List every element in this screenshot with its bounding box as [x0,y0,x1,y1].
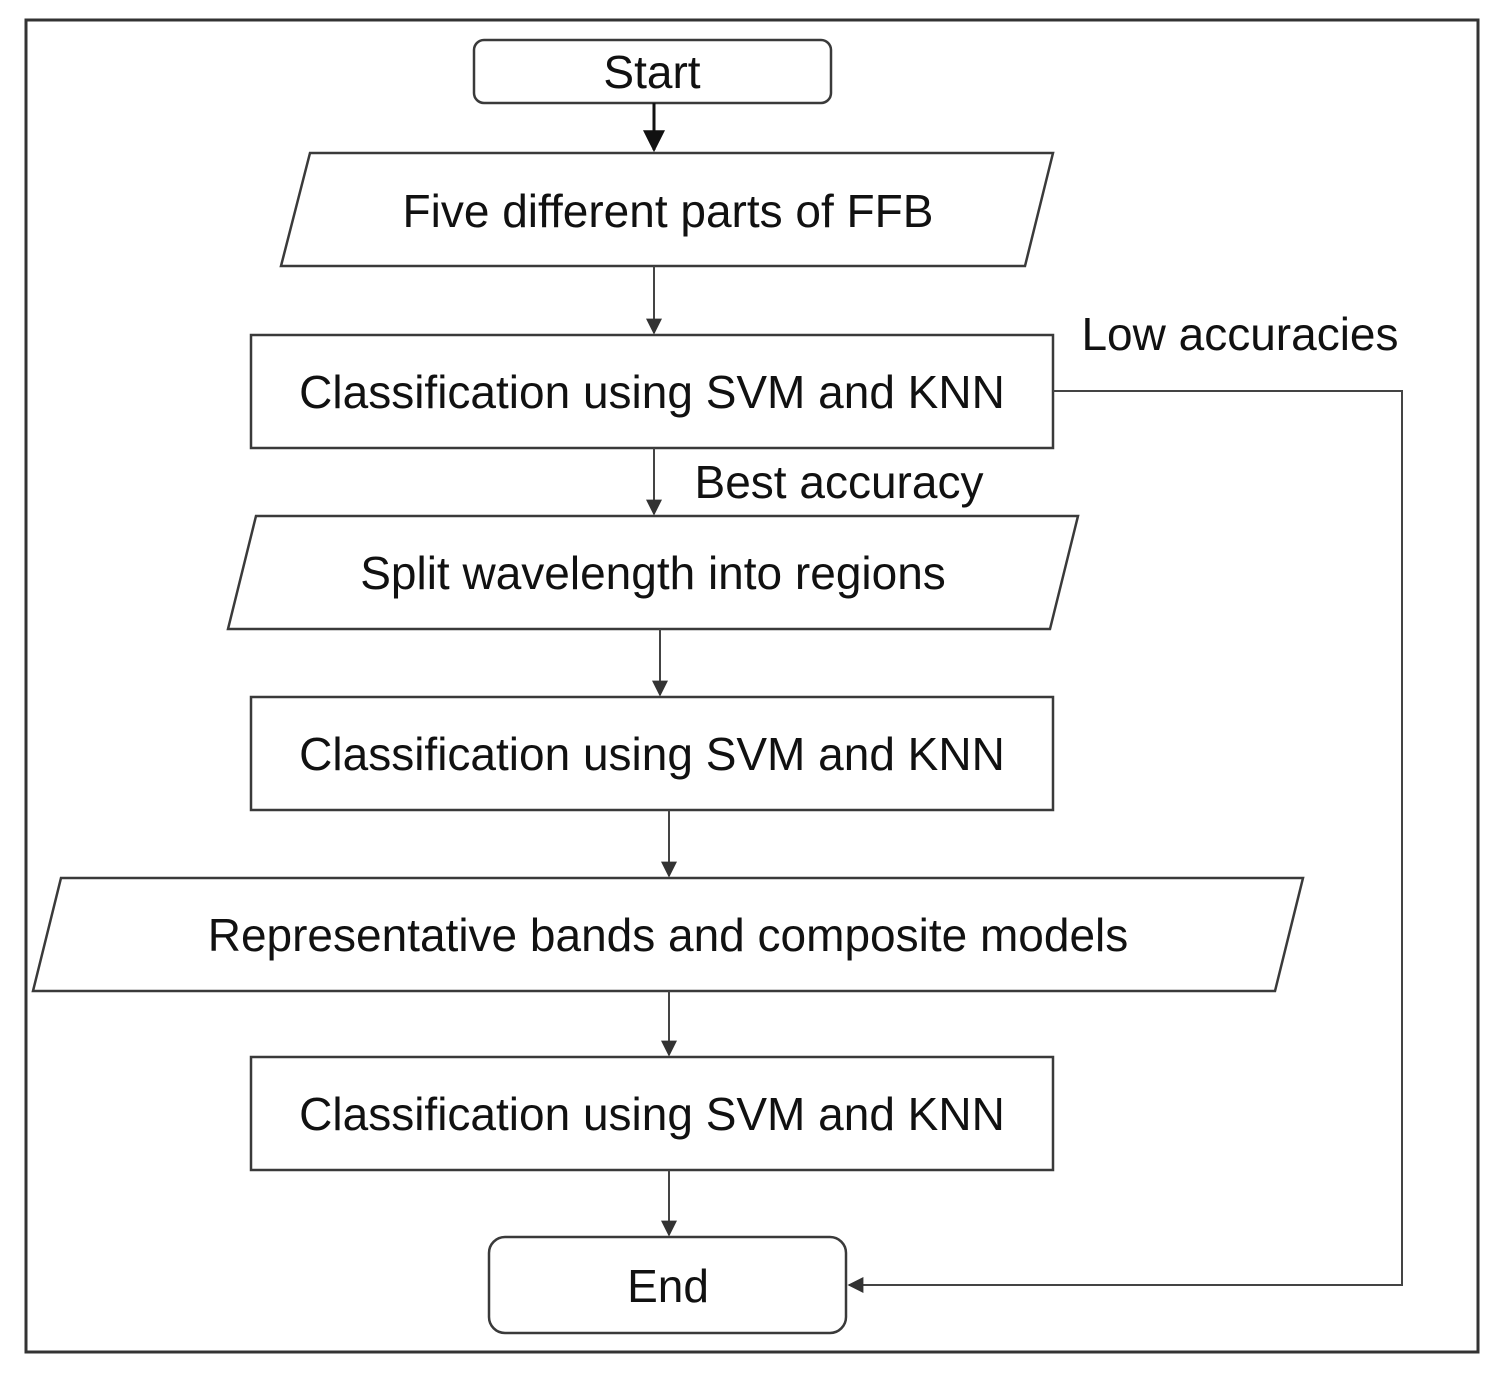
start-label: Start [603,46,700,98]
start-node: Start [472,38,833,105]
classification-1-node: Classification using SVM and KNN [249,333,1055,450]
low-accuracies-label: Low accuracies [1081,308,1398,360]
classification-3-label: Classification using SVM and KNN [299,1088,1005,1140]
bands-models-label: Representative bands and composite model… [208,909,1129,961]
bands-models-shape [31,876,1305,993]
end-label: End [627,1260,709,1312]
classification-2-node: Classification using SVM and KNN [249,695,1055,812]
input-parts-shape [279,151,1055,268]
bands-models-node: Representative bands and composite model… [31,876,1305,993]
input-parts-label: Five different parts of FFB [403,185,934,237]
split-regions-label: Split wavelength into regions [360,547,946,599]
connector-low-accuracies-to-end [847,390,1403,1293]
end-shape [487,1235,848,1335]
best-accuracy-label: Best accuracy [695,456,984,508]
classification-1-label: Classification using SVM and KNN [299,366,1005,418]
classification-3-node: Classification using SVM and KNN [249,1055,1055,1172]
split-regions-shape [226,514,1080,631]
classification-3-shape [249,1055,1055,1172]
input-parts-node: Five different parts of FFB [279,151,1055,268]
end-node: End [487,1235,848,1335]
split-regions-node: Split wavelength into regions [226,514,1080,631]
classification-2-label: Classification using SVM and KNN [299,728,1005,780]
classification-2-shape [249,695,1055,812]
classification-1-shape [249,333,1055,450]
